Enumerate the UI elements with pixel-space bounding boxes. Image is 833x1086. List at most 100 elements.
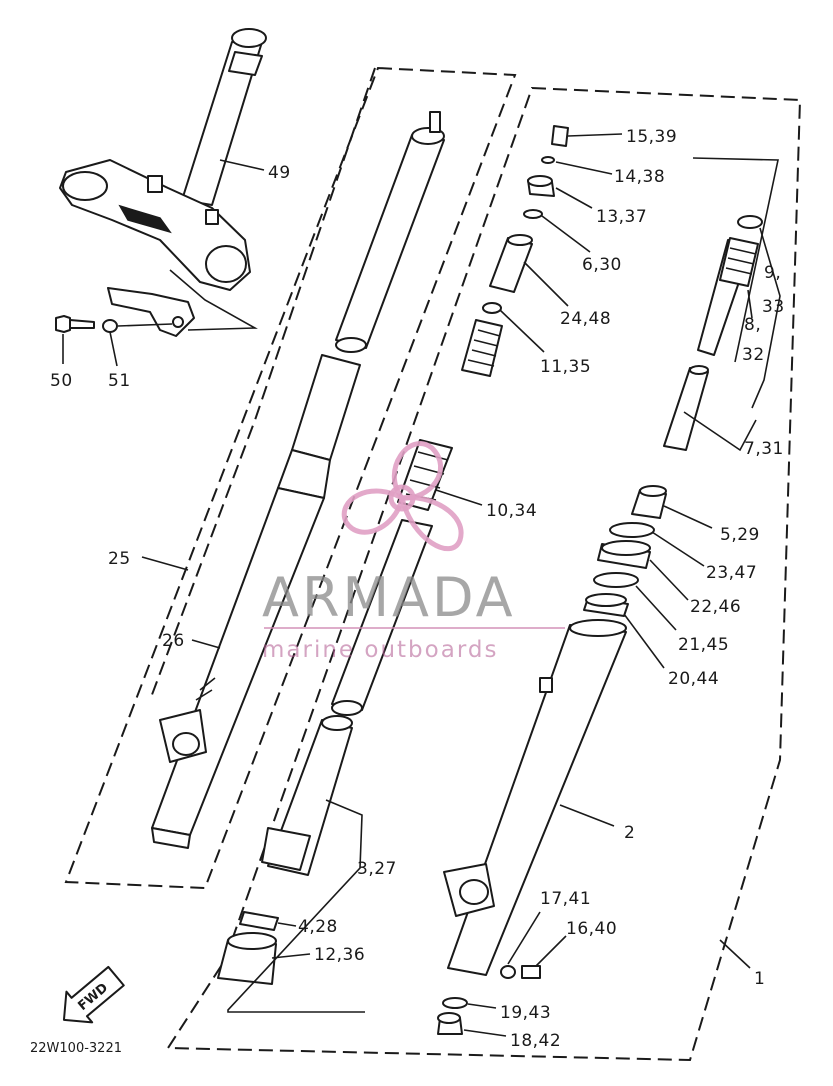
watermark: ARMADA marine outboards <box>262 441 565 663</box>
leader-23-47 <box>651 531 705 567</box>
leader-10-34 <box>435 489 483 506</box>
left-inner-tube <box>335 134 445 349</box>
callout-24-48: 24,48 <box>560 309 611 329</box>
callout-10-34: 10,34 <box>486 501 537 521</box>
damper-rod-7 <box>663 367 709 451</box>
bracket-left-clamp <box>62 171 108 201</box>
washer-19 <box>442 997 468 1009</box>
left-inner-tube-bottom <box>335 337 367 353</box>
leader-3-27 <box>227 799 365 1013</box>
leader-26 <box>191 639 221 649</box>
leader-51 <box>109 331 118 367</box>
leader-19-43 <box>467 1003 497 1009</box>
leader-14-38 <box>555 161 613 175</box>
leader-4-28 <box>277 922 297 927</box>
damper-rod-7-top <box>689 365 709 375</box>
washer-17 <box>500 965 516 979</box>
leader-16-40 <box>535 935 567 967</box>
stem-thread <box>228 51 263 76</box>
callout-51: 51 <box>108 371 131 391</box>
leader-15-39 <box>567 133 623 137</box>
right-fork-assembly <box>437 485 667 1035</box>
leader-22-46 <box>649 559 689 601</box>
bolt-18-head <box>437 1012 461 1024</box>
bracket-lug-2 <box>205 209 219 225</box>
callout-3-27: 3,27 <box>357 859 397 879</box>
callout-17-41: 17,41 <box>540 889 591 909</box>
callout-5-29: 5,29 <box>720 525 760 545</box>
damper-rod-group <box>663 215 763 451</box>
callout-26: 26 <box>162 631 185 651</box>
left-fork-shading <box>195 677 216 701</box>
callout-32: 32 <box>742 345 765 365</box>
cap-bolt-13-top <box>527 175 553 187</box>
leader-washer-to-guide <box>117 323 173 327</box>
callout-2: 2 <box>624 823 635 843</box>
bolt-50-shank <box>69 319 95 329</box>
boundary-left-fork-group <box>64 66 517 890</box>
leader-13-37 <box>555 187 593 209</box>
outer-tube-2-axle-hole <box>459 879 489 905</box>
cable-guide-hole <box>172 316 184 328</box>
rebound-spring-coils <box>725 247 757 275</box>
leader-8-32 <box>747 289 753 319</box>
bolt-15 <box>551 125 569 147</box>
left-fork-bottom <box>151 827 191 849</box>
fork-spring-coils <box>467 329 501 367</box>
fwd-arrow-icon <box>62 965 125 1024</box>
left-axle-hole <box>172 732 200 756</box>
dust-seal-top <box>227 932 277 950</box>
callout-1: 1 <box>754 969 765 989</box>
callout-9: 9, <box>764 263 781 283</box>
callout-14-38: 14,38 <box>614 167 665 187</box>
boundary-center-parts-group <box>166 86 802 1062</box>
callout-22-46: 22,46 <box>690 597 741 617</box>
stem-top-nut <box>231 28 267 48</box>
cable-guide <box>107 287 195 337</box>
bracket-lug-1 <box>147 175 163 193</box>
callout-13-37: 13,37 <box>596 207 647 227</box>
diagram-code: 22W100-3221 <box>30 1041 122 1056</box>
retaining-clip-23 <box>609 522 655 538</box>
inner-tube-assembly <box>217 519 433 985</box>
leader-5-29 <box>663 505 713 529</box>
callout-25: 25 <box>108 549 131 569</box>
callout-labels: 49 50 51 25 26 3,27 4,28 12,36 15,39 14,… <box>50 127 785 1051</box>
spacer-24-top <box>507 234 533 246</box>
piston-ring-9 <box>737 215 763 229</box>
callout-20-44: 20,44 <box>668 669 719 689</box>
bolt-50 <box>55 315 71 333</box>
bracket-shadow <box>118 204 172 234</box>
callout-18-42: 18,42 <box>510 1031 561 1051</box>
callout-33: 33 <box>762 297 785 317</box>
callout-7-31: 7,31 <box>744 439 784 459</box>
washer-51 <box>102 319 118 333</box>
oil-seal-22-top <box>601 540 651 556</box>
washer-11 <box>482 302 502 314</box>
watermark-propeller-logo <box>341 441 464 552</box>
callout-50: 50 <box>50 371 73 391</box>
leader-7-31 <box>683 411 757 452</box>
bleed-boss <box>539 677 553 693</box>
spacer-24 <box>489 237 533 293</box>
leader-2 <box>559 804 615 827</box>
outer-tube-2-top <box>569 619 627 637</box>
oil-lock-piece-4 <box>239 911 279 931</box>
inner-tube-upper-end <box>331 700 363 716</box>
leader-6-30 <box>541 215 591 253</box>
callout-11-35: 11,35 <box>540 357 591 377</box>
bolt-16 <box>521 965 541 979</box>
leader-1 <box>719 939 751 969</box>
washer-21 <box>593 572 639 588</box>
leader-lines <box>62 133 781 1037</box>
callout-19-43: 19,43 <box>500 1003 551 1023</box>
callout-12-36: 12,36 <box>314 945 365 965</box>
leader-20-44 <box>623 613 665 669</box>
oring-14 <box>541 156 555 164</box>
leader-49 <box>219 159 265 171</box>
fork-spring-10-coils <box>405 451 449 501</box>
callout-8: 8, <box>744 315 761 335</box>
slide-metal-20-top <box>585 593 627 607</box>
watermark-tagline: marine outboards <box>262 637 498 663</box>
left-outer-tube-upper <box>291 354 361 461</box>
